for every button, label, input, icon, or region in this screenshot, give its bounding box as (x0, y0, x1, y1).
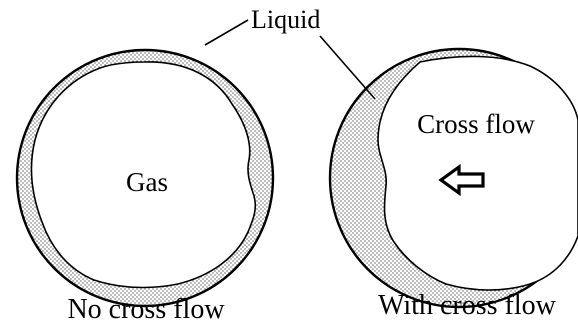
caption-no-cross-flow: No cross flow (67, 294, 225, 321)
liquid-leader-left (205, 20, 248, 45)
cross-flow-label: Cross flow (417, 109, 535, 139)
liquid-label: Liquid (251, 5, 320, 34)
gas-label: Gas (126, 167, 168, 197)
caption-with-cross-flow: With cross flow (378, 290, 557, 321)
liquid-leader-right (320, 36, 375, 99)
